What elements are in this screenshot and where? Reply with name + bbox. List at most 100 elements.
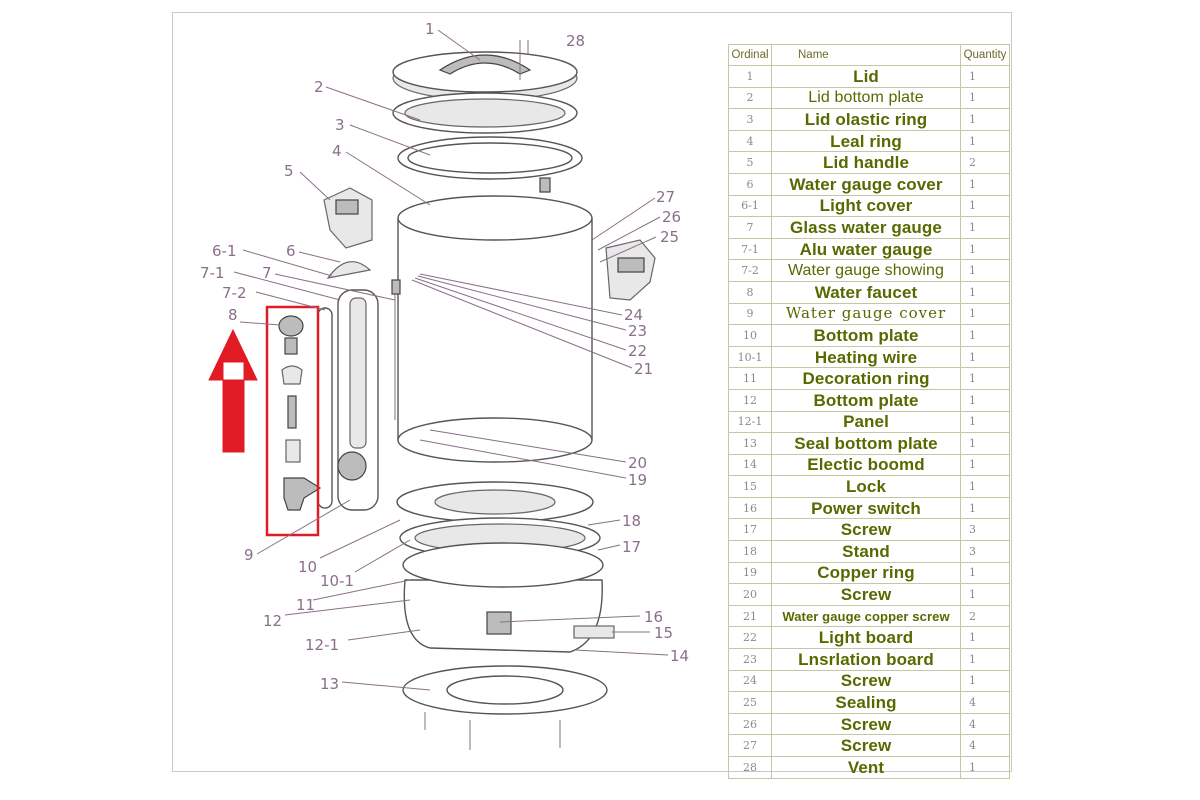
base-housing <box>402 542 615 653</box>
drawing-frame <box>172 12 1012 772</box>
cell-ordinal: 2 <box>728 86 772 110</box>
cell-name: Lid bottom plate <box>771 86 961 110</box>
callout-12: 12 <box>263 612 282 630</box>
cell-ordinal: 9 <box>728 302 772 326</box>
cell-name: Water gauge showing <box>771 259 961 282</box>
cell-ordinal: 14 <box>728 453 772 477</box>
cell-quantity: 1 <box>960 280 1010 304</box>
cell-name: Copper ring <box>771 561 961 585</box>
cell-quantity: 1 <box>960 129 1010 153</box>
cell-quantity: 4 <box>960 691 1010 714</box>
callout-27: 27 <box>656 188 675 206</box>
cell-ordinal: 7-1 <box>728 237 772 261</box>
cell-name: Screw <box>771 734 961 757</box>
callout-21: 21 <box>634 360 653 378</box>
cell-quantity: 1 <box>960 432 1010 455</box>
cell-quantity: 4 <box>960 734 1010 757</box>
cell-ordinal: 16 <box>728 496 772 520</box>
callout-14: 14 <box>670 647 689 665</box>
cell-name: Screw <box>771 712 961 736</box>
callout-15: 15 <box>654 624 673 642</box>
cell-ordinal: 21 <box>728 604 772 628</box>
seal-bottom-plate <box>402 665 608 750</box>
cell-name: Lnsrlation board <box>771 648 961 671</box>
cell-name: Water gauge cover <box>771 302 961 326</box>
cell-name: Electic boomd <box>771 453 961 477</box>
cell-ordinal: 25 <box>728 691 772 714</box>
cell-quantity: 1 <box>960 108 1010 131</box>
cell-ordinal: 7 <box>728 216 772 239</box>
cell-quantity: 1 <box>960 367 1010 390</box>
cell-name: Light board <box>771 626 961 650</box>
cell-name: Lid handle <box>771 151 961 174</box>
cell-ordinal: 22 <box>728 626 772 650</box>
cell-name: Bottom plate <box>771 388 961 412</box>
cell-quantity: 3 <box>960 540 1010 563</box>
cell-name: Screw <box>771 518 961 542</box>
cell-quantity: 1 <box>960 259 1010 282</box>
cell-quantity: 1 <box>960 388 1010 412</box>
callout-25: 25 <box>660 228 679 246</box>
cell-ordinal: 10-1 <box>728 345 772 369</box>
cell-name: Leal ring <box>771 129 961 153</box>
cell-name: Stand <box>771 540 961 563</box>
cell-ordinal: 19 <box>728 561 772 585</box>
cell-ordinal: 6-1 <box>728 194 772 218</box>
callout-11: 11 <box>296 596 315 614</box>
exploded-diagram: 1 28 2 3 4 5 6-1 6 7-1 7 7-2 8 9 10 10-1… <box>200 20 689 750</box>
cell-quantity: 1 <box>960 86 1010 110</box>
lid-ring <box>397 136 583 193</box>
cell-quantity: 2 <box>960 151 1010 174</box>
cell-name: Alu water gauge <box>771 237 961 261</box>
cell-quantity: 1 <box>960 172 1010 196</box>
callout-2: 2 <box>314 78 324 96</box>
callout-23: 23 <box>628 322 647 340</box>
cell-ordinal: 20 <box>728 583 772 606</box>
callout-17: 17 <box>622 538 641 556</box>
urn-body <box>397 195 593 463</box>
cell-quantity: 3 <box>960 518 1010 542</box>
cell-quantity: 1 <box>960 756 1010 779</box>
lid-bottom-plate <box>392 92 578 134</box>
callout-4: 4 <box>332 142 342 160</box>
cell-name: Lid olastic ring <box>771 108 961 131</box>
cell-quantity: 1 <box>960 216 1010 239</box>
callout-19: 19 <box>628 471 647 489</box>
cell-name: Decoration ring <box>771 367 961 390</box>
callout-6: 6 <box>286 242 296 260</box>
callout-8: 8 <box>228 306 238 324</box>
callout-12-1: 12-1 <box>305 636 339 654</box>
cell-ordinal: 15 <box>728 475 772 498</box>
cell-name: Screw <box>771 669 961 693</box>
callout-5: 5 <box>284 162 294 180</box>
cell-ordinal: 6 <box>728 172 772 196</box>
cell-quantity: 1 <box>960 194 1010 218</box>
cell-ordinal: 13 <box>728 432 772 455</box>
cell-name: Power switch <box>771 496 961 520</box>
cell-quantity: 1 <box>960 453 1010 477</box>
lid <box>392 40 578 101</box>
callout-1: 1 <box>425 20 435 38</box>
callout-26: 26 <box>662 208 681 226</box>
cell-ordinal: 7-2 <box>728 259 772 282</box>
cell-quantity: 1 <box>960 626 1010 650</box>
cell-ordinal: 12-1 <box>728 410 772 434</box>
cell-quantity: 1 <box>960 237 1010 261</box>
